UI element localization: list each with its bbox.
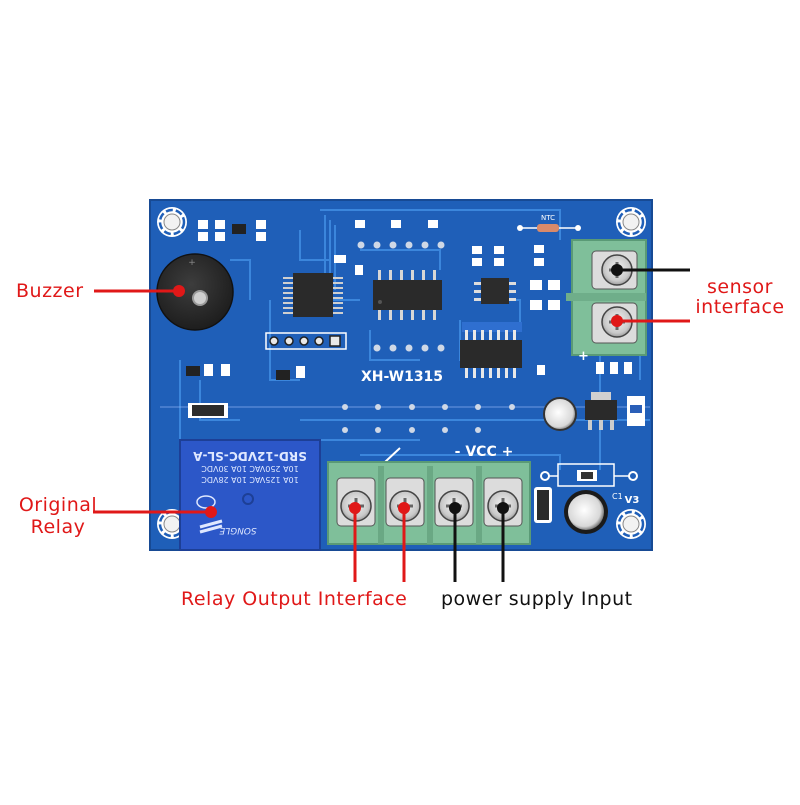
led-indicator (627, 396, 645, 426)
ic-chip-4 (460, 322, 522, 378)
ntc-resistor: NTC (517, 214, 581, 232)
resistor-r2 (540, 463, 638, 487)
ntc-label: NTC (541, 214, 555, 222)
original-relay-label-line1: Original (18, 494, 98, 516)
smd-diode (188, 403, 228, 418)
vcc-label: - VCC + (455, 444, 514, 460)
sensor-callout-dot-black (611, 264, 623, 276)
svg-text:+: + (188, 258, 196, 268)
diode-d1 (534, 487, 552, 523)
ic-chip-1 (283, 273, 343, 317)
pin-header (265, 332, 347, 350)
buzzer-label: Buzzer (16, 280, 84, 302)
sensor-callout-dot-red (611, 315, 623, 327)
relay-output-interface-label: Relay Output Interface (181, 588, 408, 610)
relay-brand-text: SONGLE (219, 525, 257, 535)
relay-callout-dot (205, 506, 217, 518)
sensor-terminal-block: + (566, 239, 647, 364)
corner-label: V3 (625, 495, 640, 506)
callout-lines (93, 264, 690, 582)
relay-rating-text-1: 10A 250VAC 10A 30VDC (201, 464, 299, 473)
ic-chip-3 (474, 278, 516, 304)
terminal-screw-1 (336, 477, 376, 527)
plus-mark: + (578, 349, 589, 364)
original-relay-label-line2: Relay (30, 516, 86, 538)
svg-text:C1: C1 (612, 492, 623, 501)
voltage-regulator (585, 392, 617, 430)
sensor-interface-label-line2: interface (695, 296, 785, 318)
capacitor-c3 (543, 397, 577, 431)
capacitor-c1: C1 (564, 490, 623, 534)
relay-rating-text-2: 10A 125VAC 10A 28VDC (201, 475, 299, 484)
board-model-label: XH-W1315 (361, 369, 443, 385)
mounting-hole-bottom-right (616, 509, 646, 539)
via-row (342, 241, 515, 433)
smd-components-top-left (198, 220, 266, 241)
sensor-interface-label-line1: sensor (707, 276, 773, 298)
mounting-hole-top-right (616, 207, 646, 237)
power-supply-input-label: power supply Input (441, 588, 633, 610)
smd-components-middle (186, 220, 632, 380)
relay: SRD-12VDC-SL-A 10A 250VAC 10A 30VDC 10A … (179, 439, 321, 551)
relay-model-text: SRD-12VDC-SL-A (192, 449, 306, 463)
mounting-hole-top-left (157, 207, 187, 237)
ic-chip-2 (373, 270, 442, 320)
buzzer-callout-dot (173, 285, 185, 297)
